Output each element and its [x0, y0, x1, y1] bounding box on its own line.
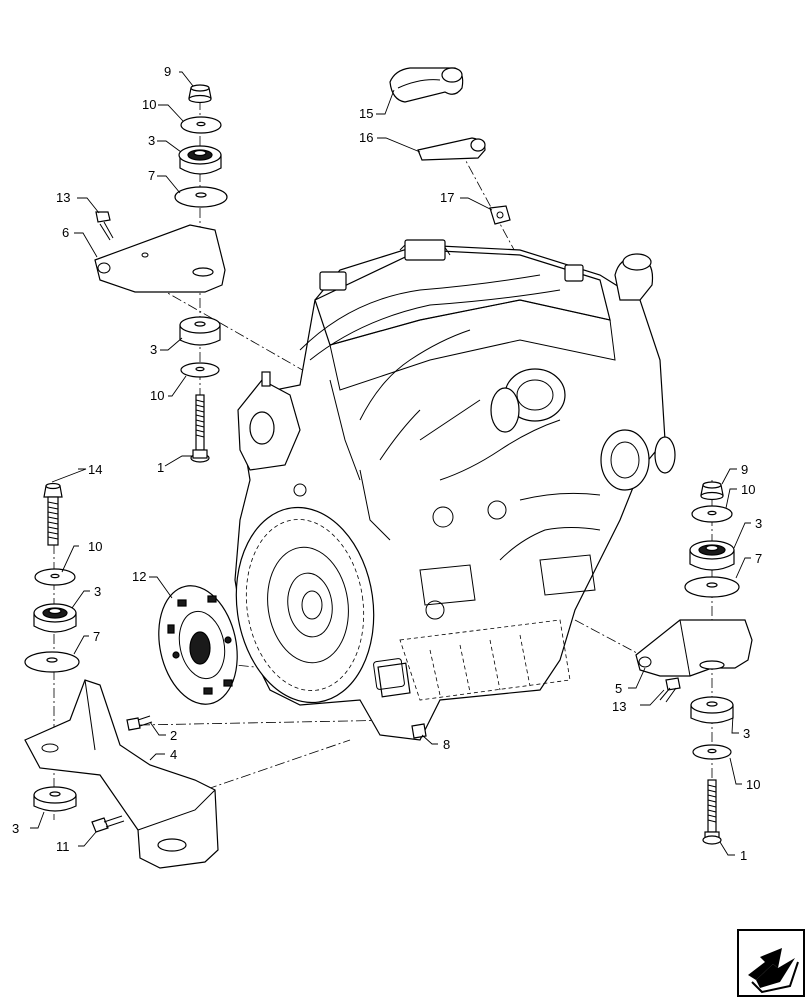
lifting-eye-part-16 [417, 137, 486, 161]
callout-3: 3 [94, 584, 101, 599]
lifting-eye-part-15 [389, 67, 464, 103]
callout-14: 14 [88, 462, 102, 477]
clip-part-8 [411, 723, 427, 739]
bolt-part-2 [126, 715, 153, 731]
nut-part-9-right [700, 481, 724, 501]
callout-13: 13 [612, 699, 626, 714]
callout-17: 17 [440, 190, 454, 205]
bolt-part-13-right [659, 677, 681, 703]
callout-10: 10 [142, 97, 156, 112]
callout-4: 4 [170, 747, 177, 762]
callout-3: 3 [148, 133, 155, 148]
bolt-part-13-upper [95, 211, 114, 241]
isolator-part-3-bottom [33, 786, 77, 812]
callout-labels: 9 10 3 7 13 6 3 10 1 15 16 17 14 10 3 7 … [12, 64, 762, 863]
callout-12: 12 [132, 569, 146, 584]
bolt-part-1-left [190, 394, 210, 463]
isolator-part-3 [178, 145, 222, 175]
callout-10: 10 [746, 777, 760, 792]
nut-part-9 [188, 84, 212, 104]
callout-3: 3 [12, 821, 19, 836]
callout-2: 2 [170, 728, 177, 743]
right-mount-stack [635, 481, 753, 845]
callout-1: 1 [157, 460, 164, 475]
callout-10: 10 [741, 482, 755, 497]
bracket-part-5 [635, 619, 753, 677]
left-mount-stack [24, 482, 219, 869]
leader-lines [30, 71, 751, 856]
callout-7: 7 [148, 168, 155, 183]
isolator-part-3-lower [179, 316, 221, 346]
callout-7: 7 [755, 551, 762, 566]
callout-3: 3 [755, 516, 762, 531]
callout-13: 13 [56, 190, 70, 205]
isolator-part-3-right-lower [690, 696, 734, 724]
callout-9: 9 [164, 64, 171, 79]
engine-assembly [234, 239, 676, 741]
callout-1: 1 [740, 848, 747, 863]
callout-6: 6 [62, 225, 69, 240]
clamp-part-17 [489, 205, 511, 225]
next-page-arrow-icon[interactable] [737, 929, 805, 997]
callout-9: 9 [741, 462, 748, 477]
callout-5: 5 [615, 681, 622, 696]
bolt-part-11 [91, 815, 125, 833]
bolt-part-1-right [702, 779, 722, 845]
callout-8: 8 [443, 737, 450, 752]
isolator-part-3-right [689, 540, 735, 571]
lifting-parts [389, 67, 511, 225]
bolt-part-14 [43, 482, 63, 546]
callout-11: 11 [56, 839, 70, 854]
callout-3: 3 [150, 342, 157, 357]
callout-10: 10 [150, 388, 164, 403]
bracket-part-6 [94, 224, 226, 293]
isolator-part-3-left [33, 603, 77, 633]
bracket-part-4 [24, 679, 219, 869]
callout-3: 3 [743, 726, 750, 741]
callout-16: 16 [359, 130, 373, 145]
callout-10: 10 [88, 539, 102, 554]
flex-plate-part-12 [158, 585, 238, 705]
upper-left-mount-stack [94, 84, 228, 463]
callout-15: 15 [359, 106, 373, 121]
callout-7: 7 [93, 629, 100, 644]
